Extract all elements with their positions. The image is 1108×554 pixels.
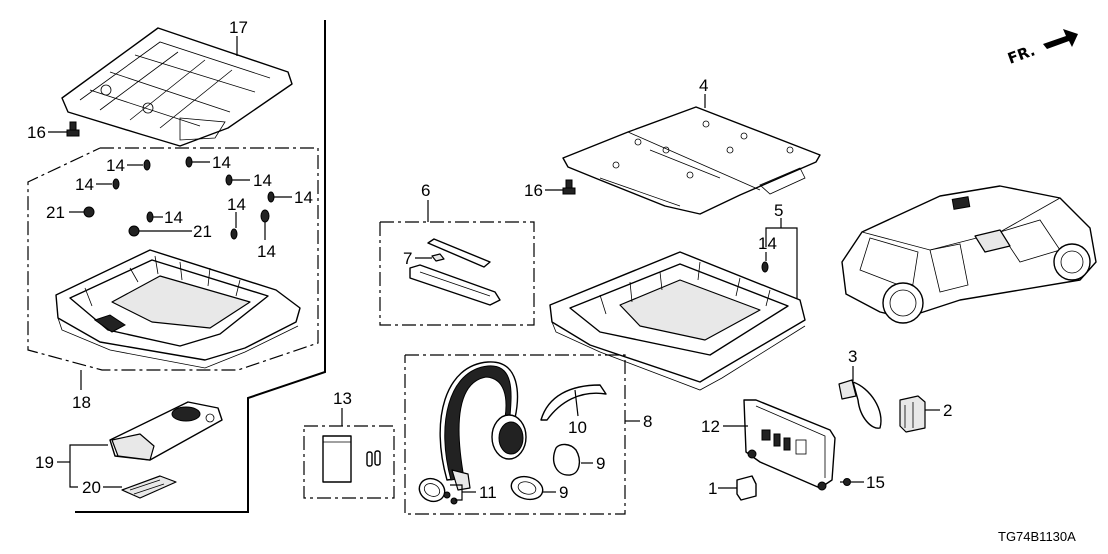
diagram-code: TG74B1130A [998, 529, 1076, 544]
callout-10: 10 [568, 418, 587, 437]
callout-14-g: 14 [227, 195, 246, 214]
front-direction-label: FR. [1005, 41, 1037, 67]
callout-9-upper: 9 [596, 454, 605, 473]
callout-4: 4 [699, 76, 708, 95]
left-group-frame [27, 20, 326, 513]
part-12-control-unit[interactable] [743, 399, 836, 491]
callout-14-h: 14 [257, 242, 276, 261]
part-17-roof-bracket[interactable] [61, 27, 293, 147]
callout-11: 11 [479, 483, 497, 502]
callout-20: 20 [82, 478, 101, 497]
part-7-bulb[interactable] [431, 253, 445, 262]
part-1-cap[interactable] [736, 475, 757, 501]
callout-16-left: 16 [27, 123, 46, 142]
callout-12: 12 [701, 417, 720, 436]
part-8-wireless-headphones[interactable] [439, 361, 527, 491]
callout-7: 7 [403, 249, 412, 268]
clip-group-left: 14 14 14 14 14 21 14 21 14 14 [46, 153, 313, 261]
part-14-clip[interactable] [260, 209, 270, 223]
callout-8: 8 [643, 412, 652, 431]
callout-3: 3 [848, 347, 857, 366]
part-15-screw[interactable] [840, 478, 851, 486]
part-14-clip[interactable] [143, 159, 151, 171]
front-direction-arrow-icon [1043, 29, 1078, 49]
callout-6: 6 [421, 181, 430, 200]
vehicle-location-illustration [841, 185, 1097, 324]
callout-14-e: 14 [294, 188, 313, 207]
callout-14-a: 14 [106, 156, 125, 175]
part-14-clip[interactable] [761, 261, 769, 273]
part-14-clip[interactable] [146, 211, 154, 223]
callout-17: 17 [229, 18, 248, 37]
callout-14-c: 14 [75, 175, 94, 194]
part-3-harness-clip[interactable] [838, 379, 882, 429]
callout-18: 18 [72, 393, 91, 412]
callout-2: 2 [943, 401, 952, 420]
callout-1: 1 [708, 479, 717, 498]
callout-14-b: 14 [212, 153, 231, 172]
part-6-lamp-assembly[interactable] [409, 238, 501, 306]
callout-9-lower: 9 [559, 483, 568, 502]
callout-13: 13 [333, 389, 352, 408]
part-18-roof-console-assembly[interactable] [55, 249, 301, 369]
part-13-manual-and-batteries[interactable] [322, 435, 381, 483]
part-14-clip[interactable] [230, 228, 238, 240]
callout-5: 5 [774, 201, 783, 220]
part-10-headband-pad[interactable] [540, 384, 607, 421]
part-16-bolt-left[interactable] [66, 121, 80, 137]
callout-14-f: 14 [164, 208, 183, 227]
callout-14-d: 14 [253, 171, 272, 190]
part-9-ear-pad-lower[interactable] [509, 473, 546, 503]
part-19-remote-control[interactable] [109, 401, 223, 461]
callout-21-a: 21 [46, 203, 65, 222]
callout-14-i: 14 [758, 234, 777, 253]
part-4-mounting-bracket[interactable] [562, 106, 821, 215]
part-20-battery-lid[interactable] [121, 475, 177, 499]
callout-19: 19 [35, 453, 54, 472]
callout-15: 15 [866, 473, 885, 492]
callout-16-right: 16 [524, 181, 543, 200]
part-14-clip[interactable] [225, 174, 233, 186]
part-16-bolt-right[interactable] [562, 179, 576, 195]
callout-21-b: 21 [193, 222, 212, 241]
part-5-console-housing[interactable] [549, 251, 806, 391]
part-2-connector[interactable] [899, 395, 926, 433]
part-14-clip[interactable] [112, 178, 120, 190]
part-21-nut[interactable] [128, 225, 140, 237]
part-14-clip[interactable] [185, 156, 193, 168]
part-21-nut[interactable] [83, 206, 95, 218]
part-9-ear-pad-upper[interactable] [552, 443, 581, 476]
part-11-battery-cover-and-screw[interactable] [416, 475, 458, 506]
part-14-clip[interactable] [267, 191, 275, 203]
